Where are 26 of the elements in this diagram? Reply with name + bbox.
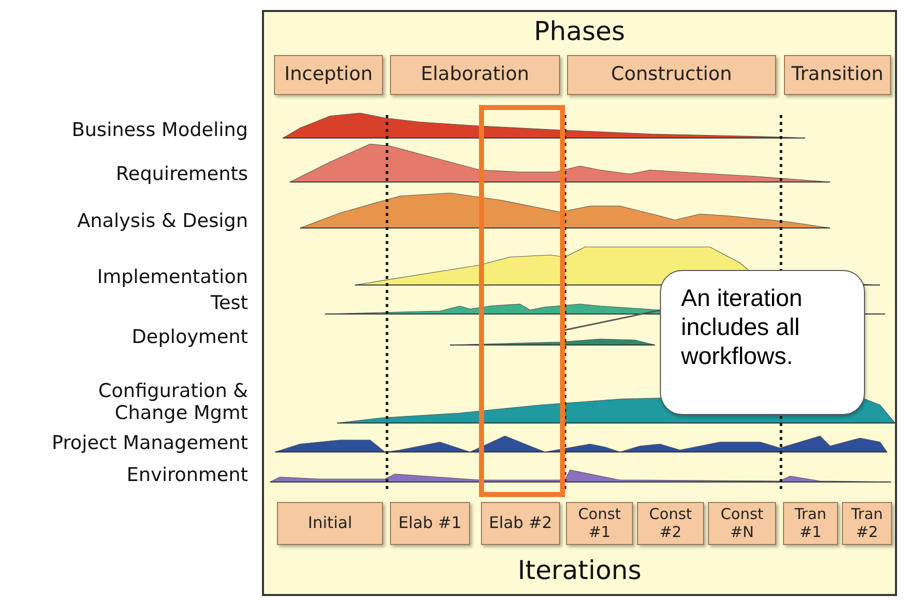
iteration-box: Const #2 bbox=[637, 502, 704, 545]
workflow-label: Requirements bbox=[114, 163, 248, 185]
speech-bubble: An iteration includes all workflows. bbox=[660, 270, 865, 415]
iteration-box: Tran #2 bbox=[842, 502, 892, 545]
workflow-label: Implementation bbox=[96, 266, 248, 288]
iteration-box: Const #N bbox=[708, 502, 776, 545]
iteration-box: Tran #1 bbox=[783, 502, 838, 545]
highlight-frame bbox=[479, 105, 565, 497]
iteration-box: Elab #1 bbox=[390, 502, 470, 545]
phases-heading: Phases bbox=[532, 17, 626, 47]
workflow-label: Test bbox=[210, 292, 248, 314]
workflow-label: Deployment bbox=[130, 326, 248, 348]
phase-box: Transition bbox=[784, 55, 891, 95]
workflow-label: Configuration & Change Mgmt bbox=[97, 380, 248, 424]
workflow-label: Environment bbox=[126, 464, 248, 486]
chart-panel bbox=[262, 10, 897, 596]
workflow-label: Analysis & Design bbox=[76, 210, 248, 232]
workflow-label: Business Modeling bbox=[70, 119, 248, 141]
phase-box: Elaboration bbox=[390, 55, 560, 95]
iterations-heading: Iterations bbox=[516, 556, 642, 586]
iteration-box: Const #1 bbox=[566, 502, 633, 545]
workflow-label: Project Management bbox=[50, 432, 248, 454]
phase-box: Inception bbox=[274, 55, 383, 95]
iteration-box: Initial bbox=[277, 502, 383, 545]
phase-box: Construction bbox=[567, 55, 776, 95]
iteration-box: Elab #2 bbox=[481, 502, 560, 545]
